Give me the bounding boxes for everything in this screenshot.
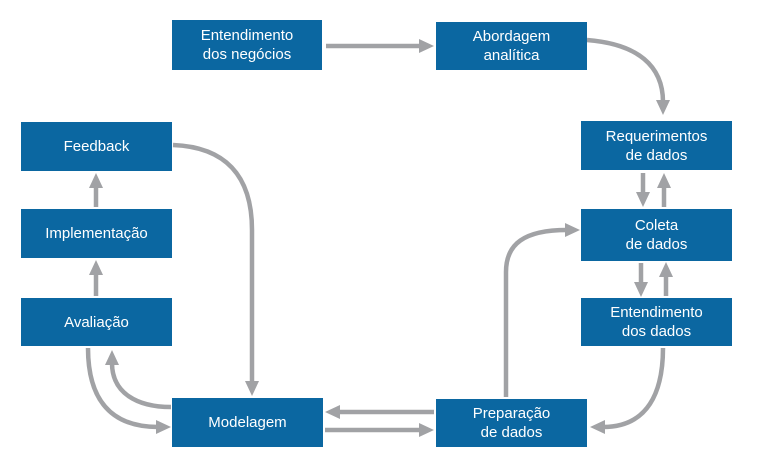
node-implementacao: Implementação [21, 209, 172, 258]
node-label-line: Preparação [472, 405, 551, 422]
node-label-line: dos negócios [202, 46, 292, 63]
edge-preparacao-to-coleta-arrow [503, 223, 580, 397]
node-label-line: Modelagem [208, 414, 287, 431]
node-label-line: de dados [625, 236, 688, 253]
node-feedback: Feedback [21, 122, 172, 171]
node-label-line: Implementação [45, 225, 148, 242]
edge-feedback-to-modelagem-arrow [172, 142, 259, 396]
node-label-line: Entendimento [200, 27, 294, 44]
edge-entendimento-dados-to-preparacao-arrow [590, 347, 666, 434]
node-modelagem: Modelagem [172, 398, 323, 447]
node-label-line: analítica [483, 47, 540, 64]
node-abordagem-analitica: Abordagem analítica [436, 22, 587, 70]
node-label-line: Requerimentos [605, 127, 708, 145]
node-coleta-dados: Coleta de dados [581, 209, 732, 261]
node-preparacao-dados: Preparação de dados [436, 399, 587, 447]
node-label-line: Abordagem [472, 28, 551, 45]
node-label-line: Avaliação [64, 313, 129, 331]
node-label-line: de dados [480, 424, 543, 441]
node-entendimento-negocios: Entendimento dos negócios [172, 20, 322, 70]
node-label-line: Entendimento [610, 304, 703, 321]
node-avaliacao: Avaliação [21, 298, 172, 346]
edge-modelagem-to-avaliacao-arrow [105, 350, 172, 410]
node-label-line: dos dados [621, 323, 692, 340]
node-requerimentos-dados: Requerimentos de dados [581, 121, 732, 170]
edge-abordagem-to-requerimentos-arrow [586, 37, 670, 115]
node-label-line: de dados [625, 146, 688, 164]
edge-avaliacao-to-modelagem-arrow [85, 347, 171, 434]
node-entendimento-dados: Entendimento dos dados [581, 298, 732, 346]
node-label-line: Feedback [63, 138, 130, 155]
node-label-line: Coleta [634, 217, 679, 234]
